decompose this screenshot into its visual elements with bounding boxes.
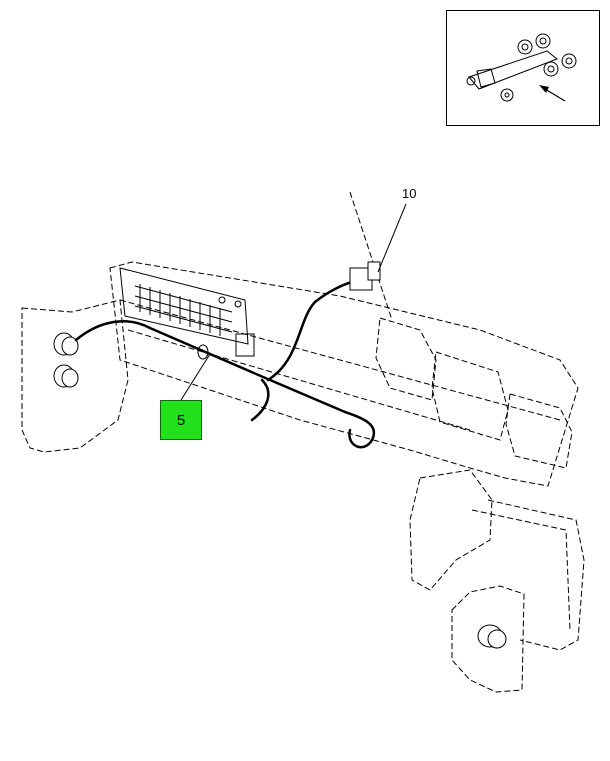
- frame-outline: [21, 191, 585, 693]
- callout-item-5-highlight[interactable]: 5: [160, 400, 202, 440]
- gauges: [53, 332, 507, 649]
- locator-inset: [446, 10, 600, 126]
- leader-lines: [180, 203, 407, 401]
- truck-chassis-locator-icon: [466, 33, 577, 102]
- wiring-harness: [74, 280, 376, 449]
- harness-clip: [197, 261, 381, 360]
- callout-item-5-label: 5: [176, 411, 186, 429]
- fuse-panel: [119, 267, 255, 357]
- arrow-icon: [539, 85, 566, 102]
- callout-item-10: 10: [402, 186, 417, 201]
